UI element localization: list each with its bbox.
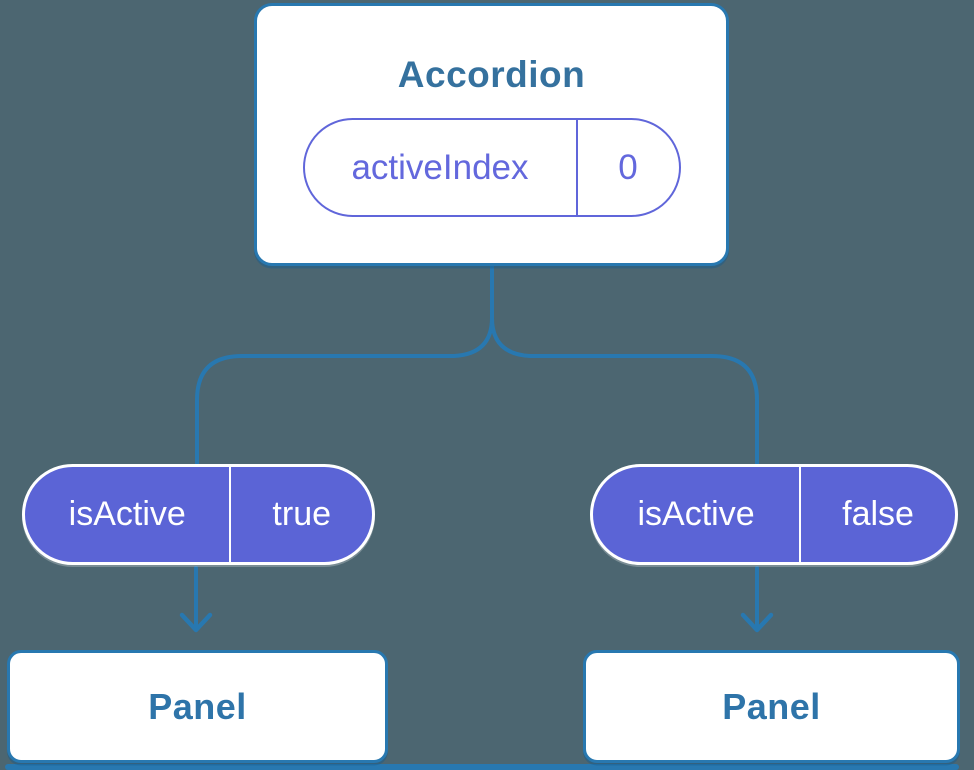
panel-component-card-left: Panel <box>7 650 388 763</box>
prop-name: isActive <box>25 467 232 562</box>
prop-pill-is-active-false: isActive false <box>590 464 958 565</box>
left-branch-line <box>195 264 494 467</box>
right-branch-line <box>490 264 759 467</box>
state-name: activeIndex <box>305 120 578 215</box>
state-pill: activeIndex 0 <box>302 118 681 217</box>
panel-title: Panel <box>148 685 247 727</box>
prop-pill-is-active-true: isActive true <box>22 464 375 565</box>
bottom-edge-line <box>5 764 959 770</box>
accordion-component-card: Accordion activeIndex 0 <box>254 3 729 266</box>
state-value: 0 <box>618 147 638 187</box>
prop-name: isActive <box>593 467 802 562</box>
panel-title: Panel <box>722 685 821 727</box>
prop-value: true <box>272 495 332 533</box>
accordion-title: Accordion <box>397 54 586 95</box>
prop-value: false <box>842 495 914 533</box>
left-arrow-down-icon <box>179 612 213 633</box>
right-arrow-down-icon <box>740 612 774 633</box>
panel-component-card-right: Panel <box>583 650 960 763</box>
